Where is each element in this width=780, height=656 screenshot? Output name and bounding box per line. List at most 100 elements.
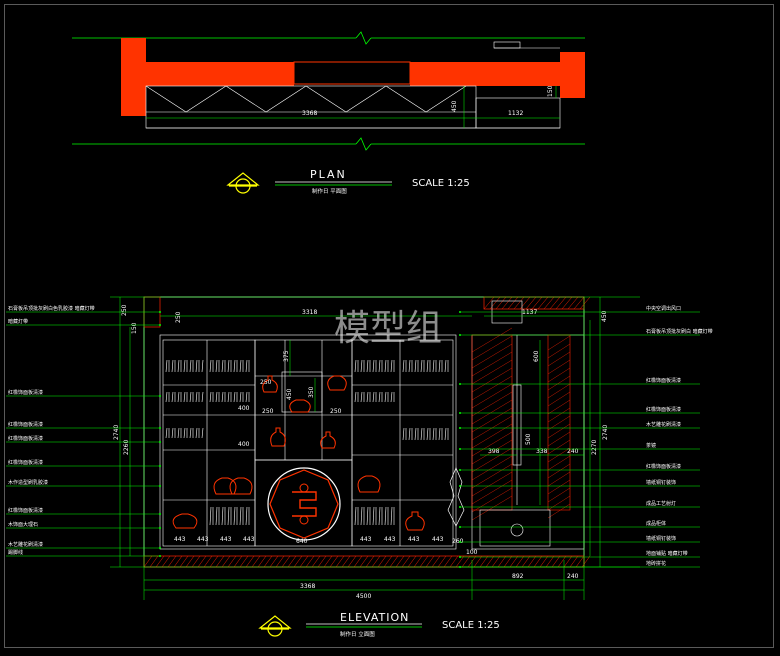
book	[378, 391, 381, 403]
books	[165, 359, 449, 526]
book	[233, 359, 236, 373]
book	[195, 391, 198, 403]
hatch-line	[503, 555, 513, 568]
book	[233, 391, 236, 403]
hatch-line	[437, 555, 447, 568]
leader-dot	[159, 465, 161, 467]
hatch-line	[233, 555, 243, 568]
hatch-line	[515, 555, 525, 568]
leader-dot	[459, 541, 461, 543]
book	[390, 391, 393, 403]
col-dim: 443	[384, 536, 396, 543]
hatch-line	[161, 555, 171, 568]
leader-dot	[159, 324, 161, 326]
vase	[405, 511, 425, 531]
book	[426, 427, 429, 441]
book	[372, 391, 375, 403]
hatch-line	[567, 296, 579, 310]
hatch-line	[471, 495, 513, 521]
book	[420, 427, 423, 441]
leader-dot	[459, 506, 461, 508]
hatch-line	[501, 296, 513, 310]
book	[209, 391, 212, 403]
elev-dim-338: 338	[536, 448, 548, 455]
book	[245, 506, 248, 526]
hatch-line	[317, 555, 327, 568]
book	[408, 427, 411, 441]
hatch-line	[547, 495, 571, 511]
book	[171, 391, 174, 403]
hatch-line	[547, 367, 571, 383]
elev-dim-250a: 250	[175, 311, 182, 323]
hatch-line	[471, 455, 513, 481]
hatch-line	[547, 423, 571, 439]
book	[177, 391, 180, 403]
hatch-line	[547, 439, 571, 455]
hatch-line	[371, 555, 381, 568]
elev-dim-260: 260	[452, 538, 464, 545]
book	[438, 427, 441, 441]
hatch-line	[543, 296, 555, 310]
book	[432, 427, 435, 441]
col-dim: 443	[408, 536, 420, 543]
hatch-line	[305, 555, 315, 568]
left-note: 暗藏灯带	[8, 318, 28, 325]
book	[239, 359, 242, 373]
leader-dot	[159, 311, 161, 313]
book	[171, 359, 174, 373]
hatch-line	[531, 296, 543, 310]
book	[366, 359, 369, 373]
elev-dim-bottom-mid: 892	[512, 573, 524, 580]
book	[239, 506, 242, 526]
plan-dim-main: 3368	[302, 110, 317, 117]
round-ornament	[254, 459, 353, 547]
hatch-line	[395, 555, 405, 568]
book	[215, 359, 218, 373]
book	[384, 506, 387, 526]
hatch-line	[281, 555, 291, 568]
hatch-line	[471, 335, 513, 361]
hatch-line	[537, 296, 549, 310]
plan-section-symbol	[226, 172, 260, 194]
leader-dot	[459, 383, 461, 385]
book	[354, 359, 357, 373]
elev-dim-400a: 400	[238, 441, 250, 448]
elevation-title-block: ELEVATION 制作日 立面图 SCALE 1:25	[258, 611, 500, 638]
hatch-line	[251, 555, 261, 568]
col-dim: 443	[174, 536, 186, 543]
hatch-line	[483, 296, 495, 310]
hatch-line	[149, 555, 159, 568]
watermark: 模型组	[334, 308, 442, 349]
hatch-line	[521, 555, 531, 568]
hatch-line	[209, 555, 219, 568]
hatch-line	[347, 555, 357, 568]
book	[426, 359, 429, 373]
elev-dim-500: 500	[525, 433, 532, 445]
hatch-line	[513, 296, 525, 310]
plan-view: 3368 450 1132 150 PLAN 制作日 平面图 SCA	[72, 31, 585, 195]
plan-wall-fill	[121, 38, 585, 116]
book	[189, 427, 192, 439]
hatch-line	[167, 555, 177, 568]
hatch-line	[413, 555, 423, 568]
book	[372, 506, 375, 526]
hatch-line	[471, 447, 513, 473]
col-dim: 443	[432, 536, 444, 543]
hatch-line	[227, 555, 237, 568]
elev-dim-bottom-right: 240	[567, 573, 579, 580]
hatch-line	[545, 555, 555, 568]
hatch-line	[471, 463, 513, 489]
right-note: 墙纸铜钉装饰	[646, 479, 676, 486]
book	[402, 427, 405, 441]
book	[227, 391, 230, 403]
elev-dim-height-right-inner: 2270	[591, 440, 598, 455]
left-note: 红橡饰面板清漆	[8, 459, 43, 466]
book	[384, 359, 387, 373]
elev-dim-250b: 250	[260, 379, 272, 386]
hatch-line	[383, 555, 393, 568]
elevation-scale: SCALE 1:25	[442, 620, 500, 631]
hatch-line	[155, 555, 165, 568]
hatch-line	[573, 296, 585, 310]
hatch-line	[579, 296, 591, 310]
right-note: 红橡饰面板清漆	[646, 406, 681, 413]
